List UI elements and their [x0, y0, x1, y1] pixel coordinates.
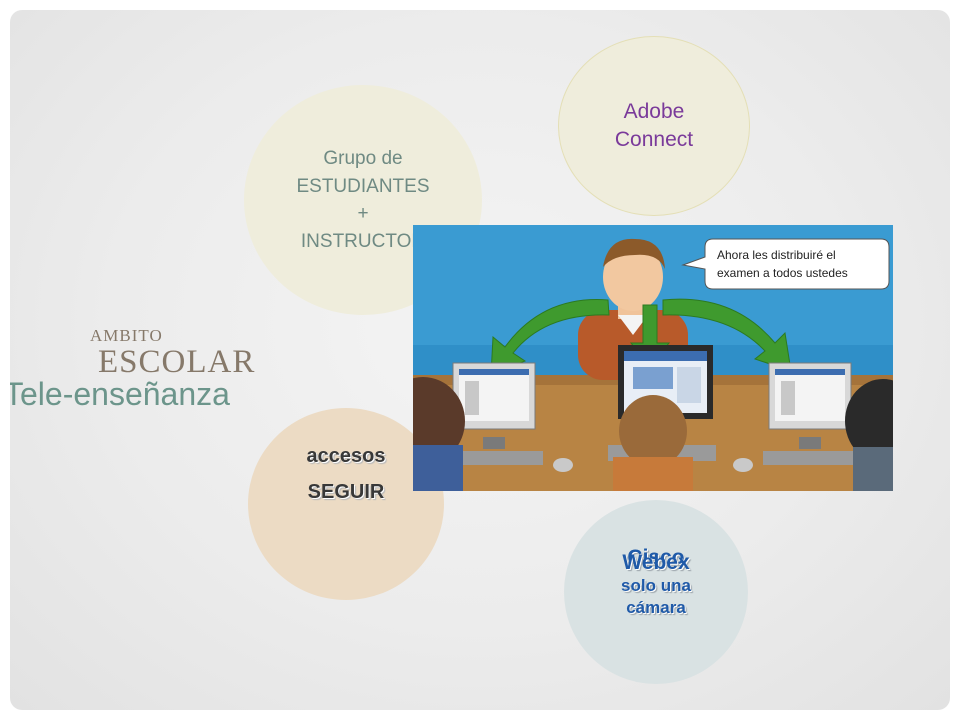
seguir-accesos-circle: SEGUIR accesos — [248, 408, 444, 600]
webex-line-2: Webex — [622, 551, 690, 574]
classroom-illustration-svg: Ahora les distribuiré el examen a todos … — [413, 225, 893, 491]
speech-bubble: Ahora les distribuiré el examen a todos … — [681, 238, 890, 290]
right-monitor — [763, 362, 853, 465]
webex-line-1: Cisco — [627, 546, 685, 569]
left-monitor — [452, 362, 543, 465]
student-right — [845, 379, 893, 491]
speech-bubble-line-2: examen a todos ustedes — [717, 266, 848, 280]
speech-bubble-line-1: Ahora les distribuiré el — [717, 248, 836, 262]
webex-sub-2: cámara — [626, 598, 686, 617]
slide: Adobe Connect Grupo de ESTUDIANTES + INS… — [10, 10, 950, 710]
title-escolar: ESCOLAR — [98, 344, 256, 380]
webex-sub-1: solo una — [621, 576, 691, 595]
student-center — [613, 395, 693, 491]
adobe-connect-circle: Adobe Connect — [558, 36, 750, 216]
adobe-connect-line-2: Connect — [614, 128, 694, 151]
student-left — [413, 377, 465, 491]
grupo-line-3: + — [357, 203, 369, 224]
grupo-line-2: ESTUDIANTES — [296, 175, 430, 197]
adobe-connect-line-1: Adobe — [623, 100, 685, 123]
seguir-line-2: accesos — [306, 445, 386, 467]
title-tele-ensenanza: Tele-enseñanza — [10, 376, 230, 412]
left-mouse — [553, 458, 573, 472]
grupo-line-1: Grupo de — [323, 148, 403, 169]
classroom-illustration: Ahora les distribuiré el examen a todos … — [413, 225, 893, 491]
seguir-line-1: SEGUIR — [307, 481, 385, 503]
grupo-estudiantes-circle: Grupo de ESTUDIANTES + INSTRUCTOR — [244, 85, 482, 315]
right-mouse — [733, 458, 753, 472]
title-ambito: AMBITO — [90, 326, 163, 345]
cisco-webex-circle: Cisco Webex solo una cámara — [564, 500, 748, 684]
grupo-line-4: INSTRUCTOR — [300, 230, 426, 252]
